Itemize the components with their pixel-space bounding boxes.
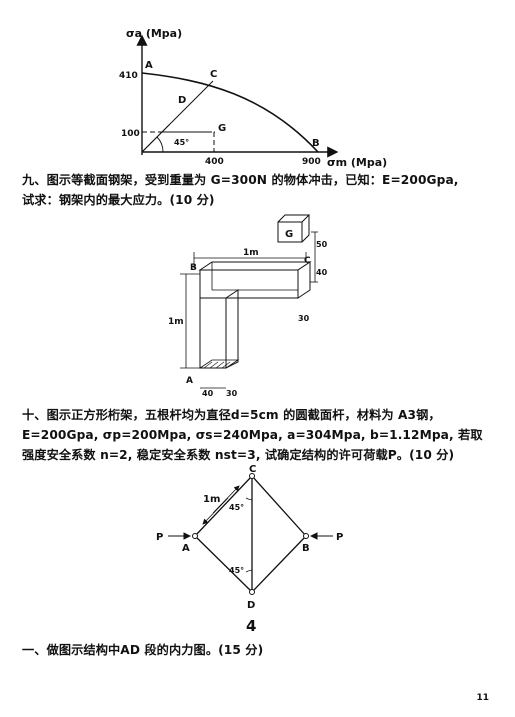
load-line-oc <box>141 80 214 153</box>
svg-text:40: 40 <box>316 268 328 277</box>
truss-node-c: C <box>249 464 256 475</box>
page-number: 11 <box>476 693 489 703</box>
y-axis-label: σa (Mpa) <box>126 27 182 40</box>
point-d: D <box>178 95 186 106</box>
length-1m: 1m <box>203 494 220 505</box>
load-p-right: P <box>336 532 343 543</box>
x-axis-label: σm (Mpa) <box>327 156 387 169</box>
span-left: 1m <box>168 317 184 327</box>
point-a: A <box>145 60 153 71</box>
question-1: 一、做图示结构中AD 段的内力图。(15 分) <box>22 643 264 657</box>
tick-410: 410 <box>119 71 138 81</box>
limit-curve <box>141 72 319 153</box>
point-b: B <box>312 138 320 149</box>
angle-45: 45° <box>174 138 189 147</box>
question-9-line2: 试求：钢架内的最大应力。(10 分) <box>22 193 215 207</box>
svg-text:30: 30 <box>226 389 238 398</box>
truss-figure: C A B D P P 1m 45° 45° <box>156 464 343 611</box>
tick-900: 900 <box>302 157 321 167</box>
point-g: G <box>218 123 226 134</box>
block-g: G <box>285 229 293 240</box>
question-9-line1: 九、图示等截面钢架，受到重量为 G=300N 的物体冲击，已知：E=200Gpa… <box>22 173 459 187</box>
truss-node-a: A <box>182 543 190 554</box>
span-top: 1m <box>243 248 259 258</box>
page-marker: 4 <box>246 617 257 635</box>
question-10-line3: 强度安全系数 n=2, 稳定安全系数 nst=3, 试确定结构的许可荷载P。(1… <box>22 448 455 462</box>
tick-100: 100 <box>121 129 140 139</box>
svg-text:30: 30 <box>298 314 310 323</box>
truss-node-b: B <box>302 543 310 554</box>
frame-point-c: C <box>304 256 311 266</box>
question-10-line1: 十、图示正方形桁架，五根杆均为直径d=5cm 的圆截面杆，材料为 A3钢， <box>22 408 441 422</box>
frame-point-a: A <box>186 376 193 386</box>
angle-bottom: 45° <box>229 566 244 575</box>
svg-text:40: 40 <box>202 389 214 398</box>
angle-top: 45° <box>229 503 244 512</box>
point-c: C <box>210 69 217 80</box>
frame-point-b: B <box>190 263 197 273</box>
steel-frame-figure: G 50 40 30 1m 1m B C <box>168 214 328 398</box>
svg-text:50: 50 <box>316 240 328 249</box>
load-p-left: P <box>156 532 163 543</box>
truss-node-d: D <box>247 600 255 611</box>
tick-400: 400 <box>205 157 224 167</box>
question-10-line2: E=200Gpa, σp=200Mpa, σs=240Mpa, a=304Mpa… <box>22 428 483 442</box>
